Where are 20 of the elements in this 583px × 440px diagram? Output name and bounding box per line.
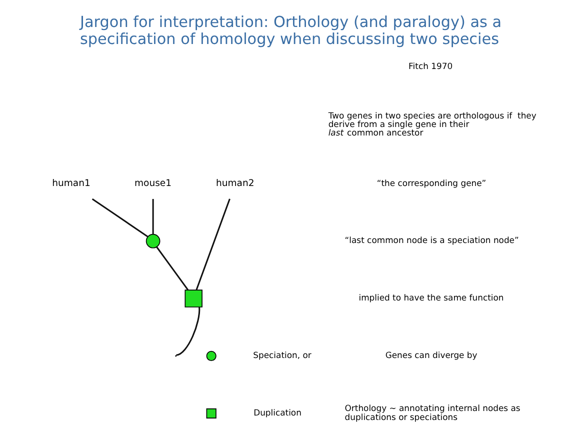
label: Fitch 1970 [408,61,452,72]
node-circle [145,234,160,248]
label: Two genes in two species are orthologous if they derive from a single gene in their last common ancestor [328,110,536,138]
connector [176,307,200,356]
label: implied to have the same function [358,292,504,303]
node-box [184,290,202,308]
label: “the corresponding gene” [376,178,486,188]
connector [91,198,148,238]
label: “last common node is a speciation node” [344,235,518,246]
label: Genes can diverge by [384,350,477,360]
connector [195,198,230,290]
legend-label: Speciation, or [252,350,311,360]
connector [156,246,188,290]
node-text: human2 [215,178,254,190]
diagram-title: Jargon for interpretation: Orthology (and paralogy) as a specification of homology when discussing two species [80,12,502,48]
node-text: human1 [52,178,90,190]
connector [152,198,154,234]
label: Orthology ~ annotating internal nodes as duplications or speciations [344,402,520,422]
node-text: mouse1 [134,178,172,190]
legend-label: Duplication [253,408,301,418]
